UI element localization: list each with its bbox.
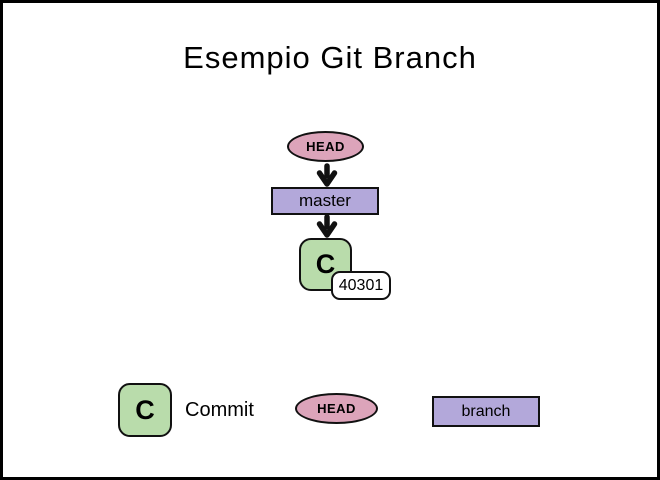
master-branch-label: master — [299, 191, 351, 210]
head-node-label: HEAD — [306, 139, 345, 154]
legend-branch-label: branch — [461, 402, 511, 420]
legend-commit-symbol: C — [118, 383, 172, 437]
arrow-down-icon — [313, 214, 341, 240]
master-branch-node: master — [271, 187, 379, 215]
head-node: HEAD — [287, 131, 364, 162]
commit-node-letter: C — [315, 249, 336, 279]
commit-node: C — [299, 238, 352, 291]
legend-branch-node: branch — [432, 396, 540, 427]
commit-hash-value: 40301 — [338, 276, 384, 294]
legend-head-node: HEAD — [295, 393, 378, 424]
arrow-down-icon — [313, 163, 341, 189]
legend-commit-label: Commit — [185, 398, 254, 421]
legend-head-label: HEAD — [317, 401, 356, 416]
legend-commit-letter: C — [135, 394, 155, 425]
commit-hash-label: 40301 — [331, 271, 391, 300]
page-title: Esempio Git Branch — [183, 40, 477, 75]
